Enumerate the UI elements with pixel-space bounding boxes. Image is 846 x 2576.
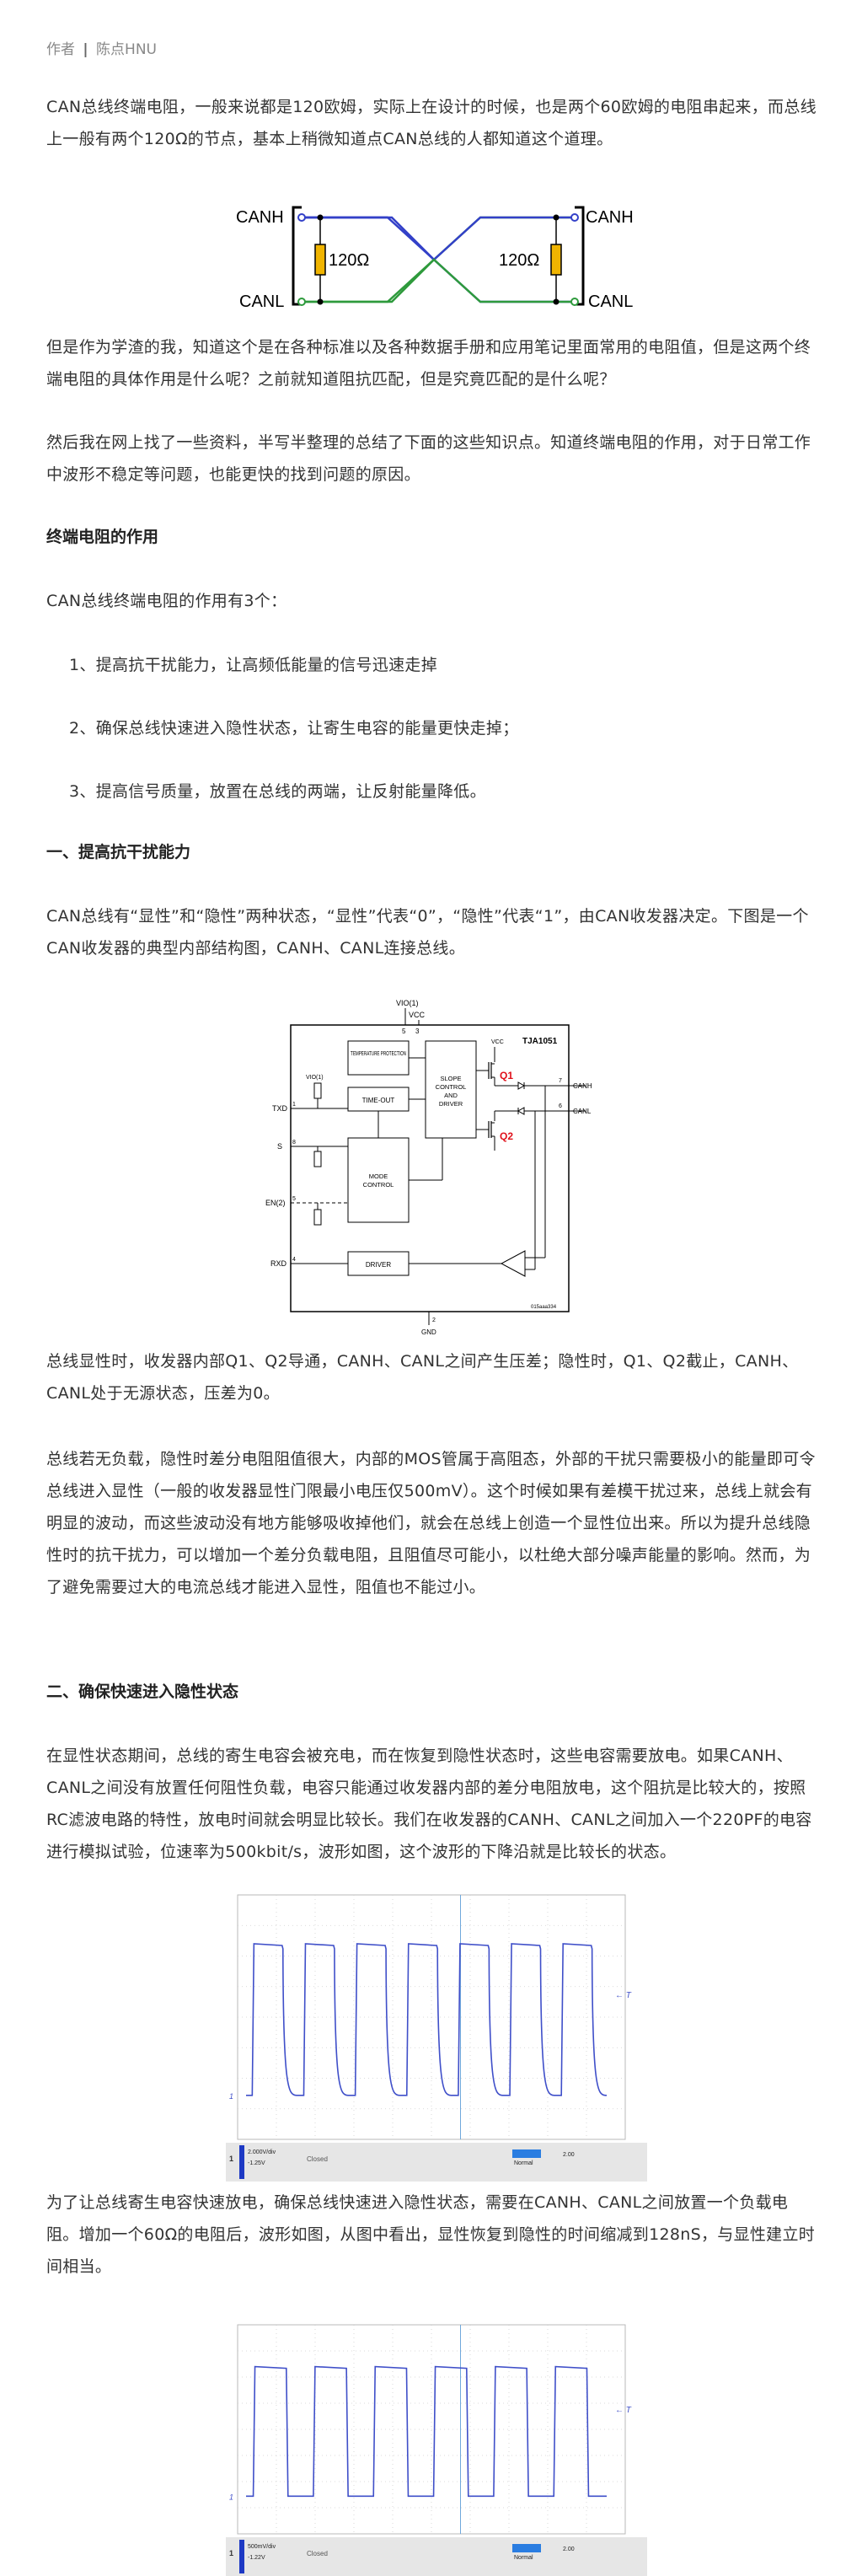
paragraph-summary: 然后我在网上找了一些资料，半写半整理的总结了下面的这些知识点。知道终端电阻的作用… (46, 433, 811, 484)
slope-label-1: SLOPE (440, 1075, 461, 1082)
list-item-role-2: 2、确保总线快速进入隐性状态，让寄生电容的能量更快走掉； (69, 719, 519, 738)
right-bracket (575, 206, 585, 306)
pin-5b-number: 5 (292, 1196, 296, 1202)
paragraph-states: CAN总线有“显性”和“隐性”两种状态，“显性”代表“0”，“隐性”代表“1”，… (46, 907, 809, 958)
pin-rxd: RXD (270, 1259, 287, 1268)
paragraph-dominant: 总线显性时，收发器内部Q1、Q2导通，CANH、CANL之间产生压差；隐性时，Q… (46, 1352, 799, 1403)
pin-txd: TXD (272, 1104, 288, 1113)
timeout-label: TIME-OUT (362, 1097, 395, 1104)
slope-label-2: CONTROL (436, 1083, 467, 1091)
scope-time-text: 2.00 (563, 2546, 575, 2552)
pin-8-number: 8 (292, 1140, 296, 1146)
list-item-role-1: 1、提高抗干扰能力，让高频低能量的信号迅速走掉 (69, 656, 437, 674)
paragraph-roles-intro: CAN总线终端电阻的作用有3个： (46, 592, 287, 610)
author-label: 作者 (46, 41, 75, 58)
scope-mode-text: Closed (307, 2550, 328, 2557)
mode-label-2: CONTROL (363, 1181, 394, 1189)
canl-label-right: CANL (588, 292, 633, 311)
pin-5-number: 5 (402, 1028, 406, 1035)
scope-time-text: 2.00 (563, 2152, 575, 2158)
heading-role: 终端电阻的作用 (46, 528, 159, 546)
paragraph-discharge: 在显性状态期间，总线的寄生电容会被充电，而在恢复到隐性状态时，这些电容需要放电。… (46, 1747, 812, 1861)
q2-label: Q2 (500, 1130, 513, 1142)
scope-waveform (246, 2365, 607, 2498)
scope-offset-text: -1.22V (248, 2555, 265, 2561)
paragraph-intro: CAN总线终端电阻，一般来说都是120欧姆，实际上在设计的时候，也是两个60欧姆… (46, 98, 817, 148)
heading-section-1: 一、提高抗干扰能力 (46, 843, 191, 861)
canl-label-left: CANL (239, 292, 284, 311)
chip-outline (290, 1024, 570, 1312)
scope-trigger-marker: ← T (615, 2406, 632, 2415)
paragraph-question: 但是作为学渣的我，知道这个是在各种标准以及各种数据手册和应用笔记里面常用的电阻值… (46, 338, 811, 389)
resistor-right (550, 244, 562, 276)
q1-label: Q1 (500, 1070, 513, 1081)
comparator (500, 1250, 526, 1277)
temp-protection-label: TEMPERATURE PROTECTION (351, 1051, 406, 1057)
scope-ch-number: 1 (229, 2549, 233, 2557)
driver-label: DRIVER (366, 1261, 391, 1269)
pin-en: EN(2) (265, 1199, 286, 1207)
list-item-role-3: 3、提高信号质量，放置在总线的两端，让反射能量降低。 (69, 782, 486, 801)
vio-top-label: VIO(1) (396, 999, 419, 1007)
scope-ch-number: 1 (229, 2155, 233, 2163)
author-line: 作者 | 陈点HNU (46, 37, 157, 58)
scope-channel-tag (239, 2540, 244, 2573)
heading-section-2: 二、确保快速进入隐性状态 (46, 1682, 239, 1701)
resistor-left (314, 244, 326, 276)
scope-acq-text: Normal (514, 2160, 533, 2166)
scope-status-bar (226, 2537, 647, 2576)
slope-label-4: DRIVER (439, 1100, 463, 1108)
vcc-inner-label: VCC (491, 1039, 504, 1045)
scope-channel-tag (239, 2145, 244, 2179)
author-name: 陈点HNU (96, 41, 157, 58)
vcc-top-label: VCC (409, 1011, 426, 1019)
scope-waveform (246, 1943, 607, 2096)
scope-channel-marker: 1 (229, 2092, 233, 2101)
scope-acq-text: Normal (514, 2555, 533, 2561)
pin-4-number: 4 (292, 1257, 296, 1263)
paragraph-resistor: 为了让总线寄生电容快速放电，确保总线快速进入隐性状态，需要在CANH、CANL之… (46, 2193, 816, 2276)
canh-label-right: CANH (586, 208, 634, 227)
canh-label-left: CANH (236, 208, 284, 227)
resistor-right-label: 120Ω (499, 251, 539, 270)
pin-1-number: 1 (292, 1102, 296, 1108)
scope-channel-marker: 1 (229, 2493, 233, 2501)
paragraph-noload: 总线若无负载，隐性时差分电阻阻值很大，内部的MOS管属于高阻态，外部的干扰只需要… (46, 1450, 816, 1597)
scope-status-bar (226, 2143, 647, 2182)
pin-canh: CANH (573, 1082, 592, 1090)
chip-name: TJA1051 (522, 1037, 558, 1046)
pin-3-number: 3 (415, 1028, 420, 1035)
scope-offset-text: -1.25V (248, 2160, 265, 2166)
resistor-left-label: 120Ω (329, 251, 369, 270)
scope-acq-tag (512, 2149, 541, 2158)
pin-7-number: 7 (559, 1078, 562, 1084)
scope-mode-text: Closed (307, 2155, 328, 2163)
author-separator: | (83, 41, 88, 58)
pin-6-number: 6 (559, 1103, 562, 1109)
mode-label-1: MODE (369, 1173, 388, 1180)
termination-diagram: 120Ω 120Ω CANH CANL CANH CANL (236, 206, 634, 311)
scope-acq-tag (512, 2544, 541, 2552)
canl-line (302, 258, 575, 303)
left-bracket (292, 206, 302, 306)
scope-scale-text: 500mV/div (248, 2544, 276, 2550)
transceiver-diagram: VIO(1) VCC 5 3 TJA1051 TEMPERATURE PROTE… (265, 999, 592, 1336)
pin-s: S (277, 1142, 282, 1151)
scope-scale-text: 2.000V/div (248, 2149, 276, 2155)
pin-2-number: 2 (432, 1318, 436, 1323)
figure-code: 015aaa334 (531, 1305, 557, 1310)
pin-gnd: GND (421, 1328, 436, 1336)
vio-inner-label: VIO(1) (306, 1075, 324, 1081)
slope-label-3: AND (444, 1092, 458, 1099)
scope-trigger-marker: ← T (615, 1991, 632, 2000)
pin-canl: CANL (573, 1108, 592, 1115)
